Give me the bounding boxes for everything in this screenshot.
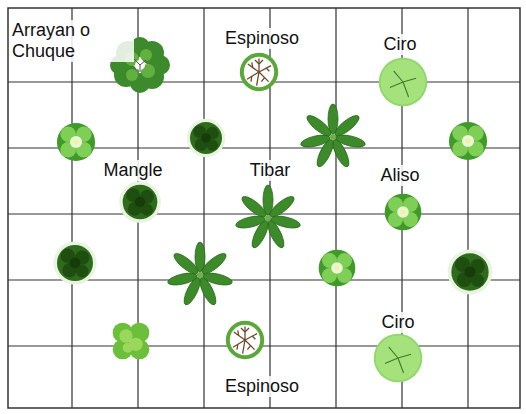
tree-name: Aliso — [378, 165, 421, 186]
tree-name: Ciro — [381, 34, 418, 55]
grid-lines — [8, 8, 520, 408]
tree-name: Espinoso — [223, 28, 301, 49]
tree-name: Espinoso — [223, 376, 301, 397]
tree-name: Arrayan o Chuque — [10, 20, 134, 62]
tree-name: Tibar — [248, 160, 292, 181]
tree-name: Ciro — [379, 312, 416, 333]
tree-name: Mangle — [101, 160, 164, 181]
trees — [53, 37, 492, 382]
plot-border — [8, 8, 520, 408]
